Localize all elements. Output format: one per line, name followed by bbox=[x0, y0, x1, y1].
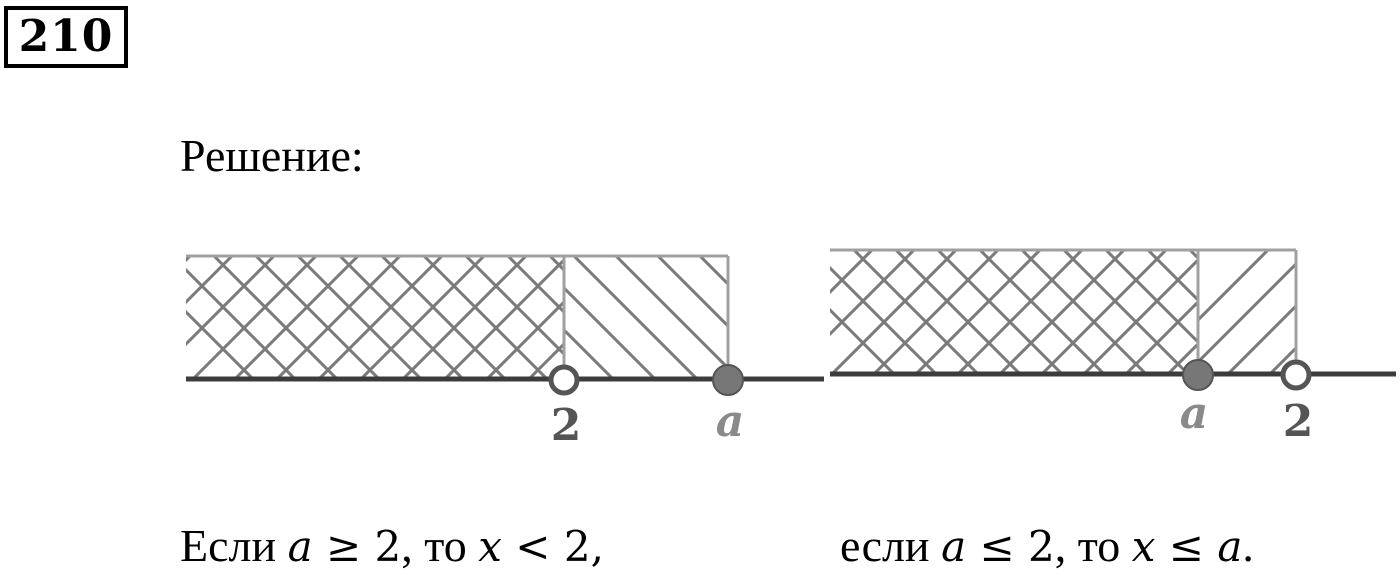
left-label-a: a bbox=[716, 396, 745, 447]
caption-right: если a ≤ 2, то x ≤ a. bbox=[840, 518, 1254, 575]
caption-left-op2: < 2, bbox=[501, 522, 604, 571]
left-hatch-frame bbox=[186, 254, 730, 378]
right-hatch-frame bbox=[830, 248, 1298, 374]
left-diagram: 2 a bbox=[186, 254, 824, 451]
right-open-point-2 bbox=[1280, 359, 1312, 391]
caption-right-end: . bbox=[1242, 520, 1254, 571]
left-cross-hatch-up bbox=[186, 256, 564, 378]
caption-left-word2: , то bbox=[401, 520, 479, 571]
right-label-2: 2 bbox=[1283, 396, 1314, 447]
left-open-point-2 bbox=[548, 364, 580, 396]
caption-right-word1: если bbox=[840, 520, 930, 571]
caption-right-word2: , то bbox=[1054, 520, 1132, 571]
caption-right-op1: ≤ 2 bbox=[966, 522, 1055, 571]
right-cross-hatch-up bbox=[830, 250, 1198, 374]
left-filled-point-a bbox=[712, 364, 744, 396]
solution-label: Решение: bbox=[180, 130, 364, 181]
right-filled-point-a bbox=[1182, 359, 1214, 391]
caption-left-var-x: x bbox=[478, 522, 502, 571]
left-single-hatch bbox=[564, 256, 728, 378]
caption-right-op2: ≤ bbox=[1155, 522, 1218, 571]
caption-left-op1: ≥ 2 bbox=[312, 522, 402, 571]
left-cross-hatch bbox=[186, 256, 564, 378]
caption-right-var-a2: a bbox=[1217, 522, 1243, 571]
number-line-diagrams: 2 a bbox=[186, 248, 1396, 451]
right-cross-hatch-down bbox=[830, 250, 1198, 374]
left-cross-hatch-down bbox=[186, 256, 564, 378]
problem-number: 210 bbox=[4, 6, 128, 68]
right-label-a: a bbox=[1180, 388, 1209, 439]
caption-left-var-a: a bbox=[287, 522, 313, 571]
right-single-hatch bbox=[1198, 250, 1296, 374]
caption-right-var-a: a bbox=[941, 522, 967, 571]
left-label-2: 2 bbox=[551, 400, 582, 451]
caption-left-word1: Если bbox=[180, 520, 277, 571]
right-diagram: a 2 bbox=[830, 248, 1396, 447]
caption-left: Если a ≥ 2, то x < 2, bbox=[180, 518, 604, 575]
right-cross-hatch bbox=[830, 250, 1198, 374]
caption-right-var-x: x bbox=[1131, 522, 1156, 571]
